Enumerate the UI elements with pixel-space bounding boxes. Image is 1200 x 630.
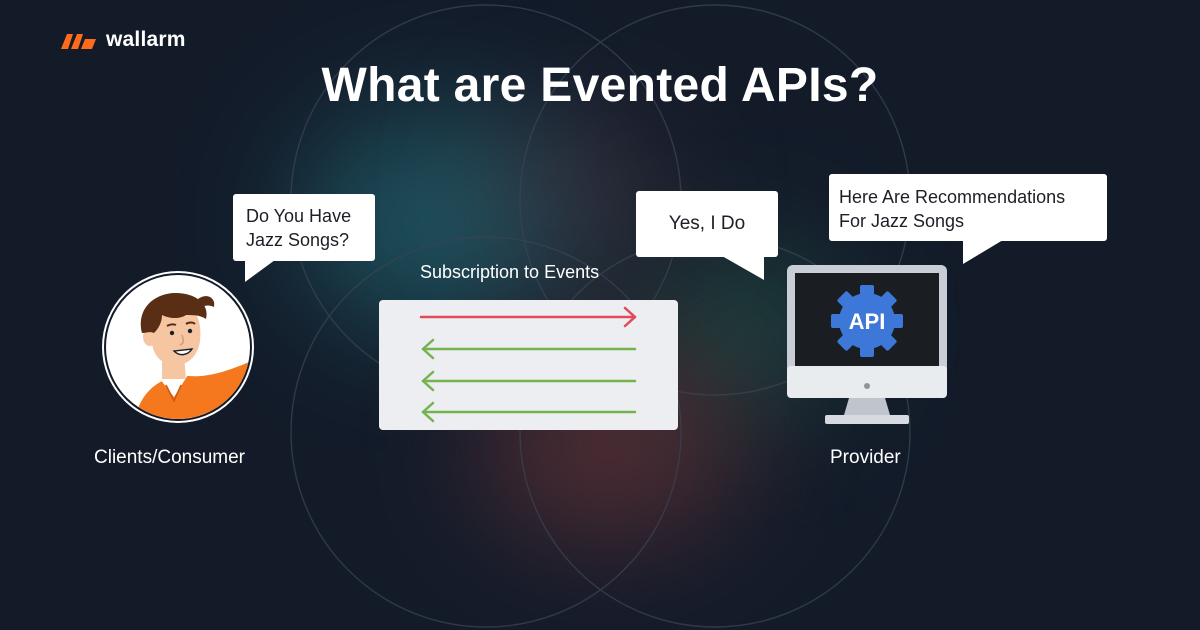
event-arrow-left-2 — [421, 370, 637, 392]
page-title: What are Evented APIs? — [321, 59, 879, 112]
event-arrow-right — [419, 306, 637, 328]
wallarm-logo-icon — [61, 34, 96, 49]
subscription-label: Subscription to Events — [420, 262, 600, 282]
api-badge-text: API — [849, 309, 886, 334]
provider-reply-bubble: Yes, I Do — [636, 191, 778, 280]
event-arrows — [419, 306, 637, 423]
brand-name: wallarm — [106, 28, 186, 51]
person-illustration — [135, 293, 250, 419]
ring-bottom-left — [290, 236, 682, 628]
provider-monitor: API — [787, 265, 947, 430]
consumer-speech-bubble: Do You Have Jazz Songs? — [233, 194, 375, 282]
provider-label: Provider — [830, 447, 901, 468]
bubble-tail — [245, 260, 275, 282]
consumer-speech-line-2: Jazz Songs? — [246, 230, 350, 250]
consumer-label: Clients/Consumer — [94, 447, 245, 468]
provider-reply-text: Yes, I Do — [668, 213, 746, 234]
consumer-speech-line-1: Do You Have — [246, 206, 352, 226]
bubble-tail — [722, 256, 764, 280]
events-panel — [379, 300, 678, 430]
event-arrow-left-3 — [421, 401, 637, 423]
provider-speech-line-2: For Jazz Songs — [839, 211, 965, 231]
event-arrow-left-1 — [421, 338, 637, 360]
api-gear-icon — [831, 285, 903, 357]
consumer-avatar — [104, 273, 252, 421]
bubble-tail — [963, 240, 1003, 264]
provider-speech-bubble: Here Are Recommendations For Jazz Songs — [829, 174, 1107, 264]
wallarm-logo[interactable]: wallarm — [60, 28, 186, 52]
monitor-icon: API — [787, 265, 947, 424]
provider-speech-line-1: Here Are Recommendations — [839, 187, 1066, 207]
